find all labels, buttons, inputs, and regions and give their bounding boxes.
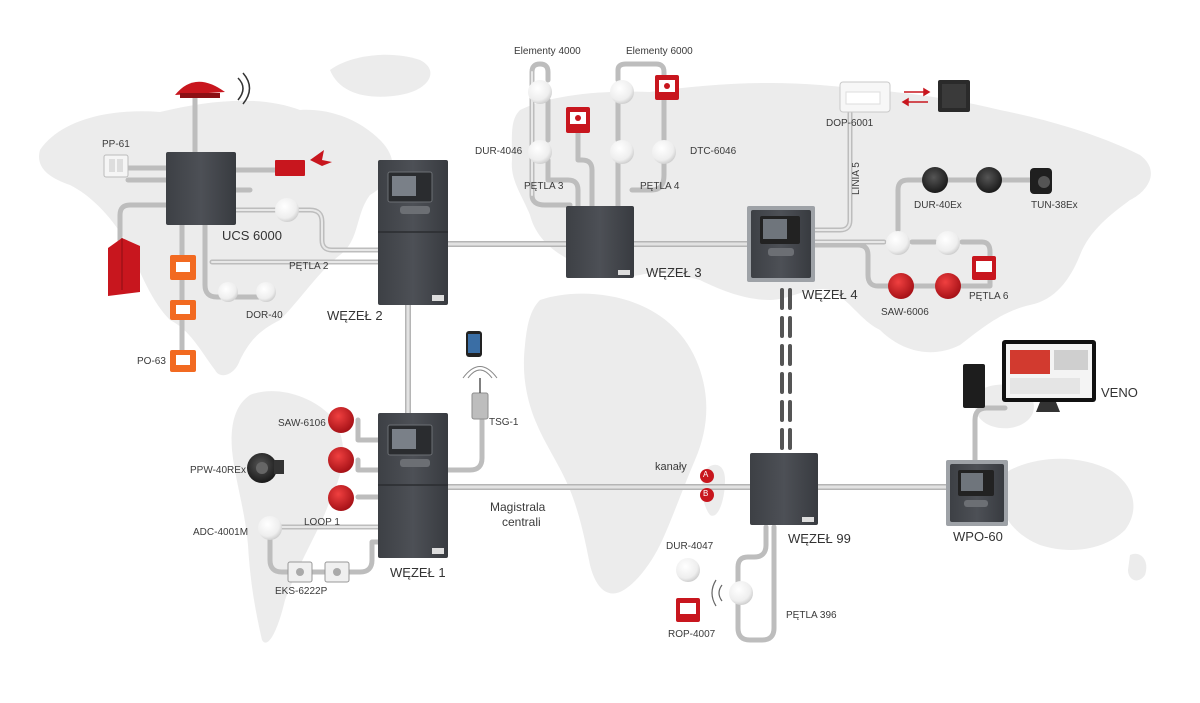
- label-dur-4047: DUR-4047: [666, 541, 714, 552]
- detector-icon: [275, 198, 299, 222]
- po-63-button-icon: [170, 255, 196, 372]
- elementy-6000-detector-icon: [610, 80, 634, 104]
- label-petla-396: PĘTLA 396: [786, 610, 837, 621]
- elementy-6000-call-point-icon: [655, 75, 679, 100]
- label-eks-6222p: EKS-6222P: [275, 586, 328, 597]
- label-po-63: PO-63: [137, 356, 166, 367]
- label-node-3: WĘZEŁ 3: [646, 265, 702, 280]
- label-petla-3: PĘTLA 3: [524, 181, 564, 192]
- dor-40-detector-icon: [218, 282, 238, 302]
- label-node-2: WĘZEŁ 2: [327, 308, 383, 323]
- label-adc-4001m: ADC-4001M: [193, 527, 249, 538]
- adc-4001m-module-icon: [258, 516, 282, 540]
- elementy-4000-call-point-icon: [566, 107, 590, 133]
- cables: [117, 61, 1033, 643]
- pp-61-switch-icon: [103, 154, 129, 178]
- label-saw-6006: SAW-6006: [881, 307, 929, 318]
- label-veno: VENO: [1101, 385, 1138, 400]
- detector-icon: [886, 231, 910, 255]
- label-saw-6106: SAW-6106: [278, 418, 326, 429]
- wpo-60-panel: [946, 460, 1008, 526]
- saw-6106-siren-icon: [328, 447, 354, 473]
- label-magistrala: Magistrala: [490, 500, 546, 514]
- node-2-cabinet: [378, 160, 448, 305]
- saw-6106-siren-icon: [328, 485, 354, 511]
- dur-40ex-detector-icon: [976, 167, 1002, 193]
- tun-38ex-detector-icon: [1030, 168, 1052, 194]
- eks-6222p-module-icon: [287, 561, 350, 583]
- channel-a-marker: [700, 469, 714, 483]
- exchange-arrows-icon: [901, 87, 931, 107]
- saw-6006-siren-icon: [935, 273, 961, 299]
- label-loop-1: LOOP 1: [304, 517, 340, 528]
- dur-40ex-detector-icon: [922, 167, 948, 193]
- dur-4047-detector-icon: [676, 558, 700, 582]
- elementy-4000-detector-icon: [528, 80, 552, 104]
- label-channel-b: B: [703, 489, 709, 498]
- label-dtc-6046: DTC-6046: [690, 146, 737, 157]
- valve-actuator-icon: [275, 150, 332, 176]
- label-rop-4007: ROP-4007: [668, 629, 716, 640]
- rop-4007-call-point-icon: [676, 598, 700, 622]
- label-linia-5: LINIA 5: [851, 162, 862, 195]
- veno-workstation-icon: [963, 340, 1096, 412]
- label-node-1: WĘZEŁ 1: [390, 565, 446, 580]
- label-elementy-6000: Elementy 6000: [626, 46, 693, 57]
- label-channel-a: A: [703, 470, 709, 479]
- smoke-vent-icon: [108, 238, 140, 296]
- label-node-4: WĘZEŁ 4: [802, 287, 858, 302]
- label-ucs-6000: UCS 6000: [222, 228, 282, 243]
- tsg-1-gsm-module-icon: [462, 366, 498, 420]
- siren-beacon-icon: [175, 72, 251, 105]
- label-petla-4: PĘTLA 4: [640, 181, 680, 192]
- label-petla-6: PĘTLA 6: [969, 291, 1009, 302]
- label-centrali: centrali: [502, 515, 541, 529]
- detector-icon: [610, 140, 634, 164]
- dtc-6046-detector-icon: [652, 140, 676, 164]
- world-map: [39, 54, 1151, 643]
- detector-icon: [936, 231, 960, 255]
- label-tun-38ex: TUN-38Ex: [1031, 200, 1078, 211]
- saw-6006-siren-icon: [888, 273, 914, 299]
- label-node-99: WĘZEŁ 99: [788, 531, 851, 546]
- label-channels: kanały: [655, 461, 687, 473]
- label-dop-6001: DOP-6001: [826, 118, 874, 129]
- label-pp-61: PP-61: [102, 139, 130, 150]
- label-dur-4046: DUR-4046: [475, 146, 523, 157]
- dur-4046-detector-icon: [528, 140, 552, 164]
- label-wpo-60: WPO-60: [953, 529, 1003, 544]
- channel-b-marker: [700, 488, 714, 502]
- petla-6-call-point-icon: [972, 256, 996, 280]
- ppw-40rex-detector-icon: [247, 453, 284, 483]
- label-ppw-40rex: PPW-40REx: [190, 465, 246, 476]
- dor-40-detector-icon: [256, 282, 276, 302]
- phone-icon: [466, 331, 482, 357]
- label-elementy-4000: Elementy 4000: [514, 46, 581, 57]
- wireless-detector-icon: [729, 581, 753, 605]
- label-dor-40: DOR-40: [246, 310, 283, 321]
- module-board-icon: [938, 80, 970, 112]
- node-1-cabinet: [378, 413, 448, 558]
- ucs-6000-cabinet: [166, 152, 236, 225]
- label-dur-40ex: DUR-40Ex: [914, 200, 962, 211]
- saw-6106-siren-icon: [328, 407, 354, 433]
- node-4-cabinet: [747, 206, 815, 282]
- label-tsg-1: TSG-1: [489, 417, 519, 428]
- label-petla-2: PĘTLA 2: [289, 261, 329, 272]
- node-3-cabinet: [566, 206, 634, 278]
- dop-6001-repeater-icon: [839, 81, 891, 113]
- node-99-cabinet: [750, 453, 818, 525]
- wireless-waves-icon: [711, 579, 723, 607]
